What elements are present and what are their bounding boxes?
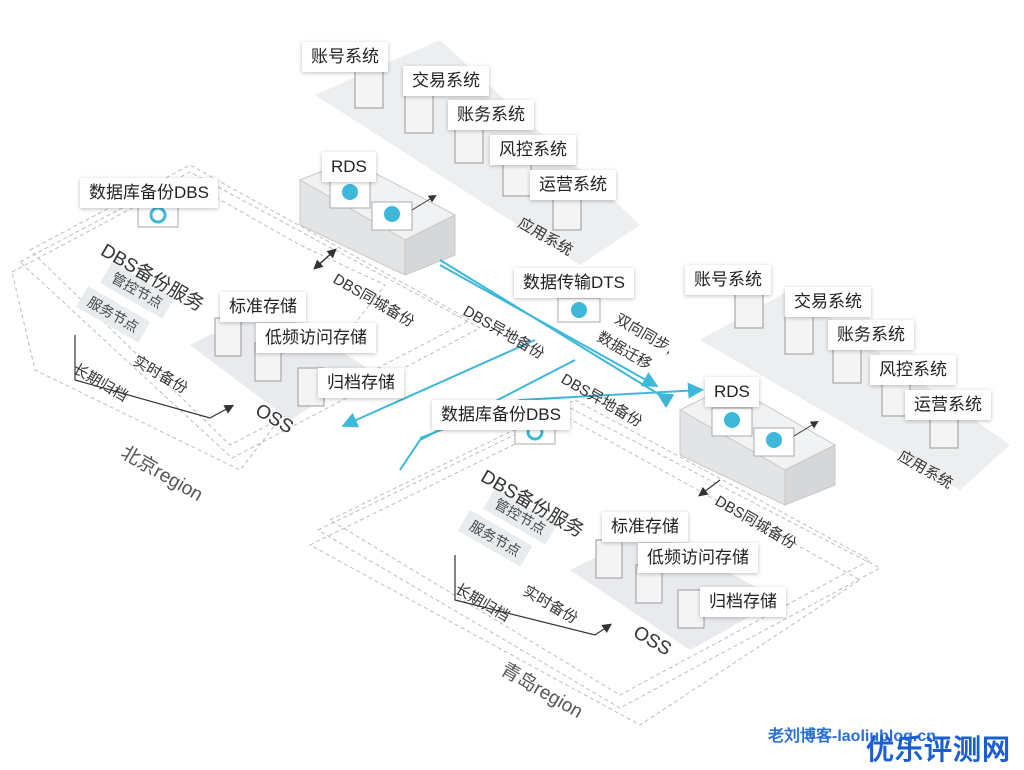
dbs-label-qingdao: 数据库备份DBS <box>432 400 570 430</box>
app2-ledger-label: 账务系统 <box>828 320 914 350</box>
dts-label: 数据传输DTS <box>514 268 634 298</box>
storage-standard-qingdao: 标准存储 <box>602 512 688 542</box>
dbs-block-beijing <box>137 204 179 228</box>
app1-account-label: 账号系统 <box>302 42 388 72</box>
app1-risk-label: 风控系统 <box>490 135 576 165</box>
storage-infrequent-beijing: 低频访问存储 <box>256 323 376 353</box>
qingdao-region-outline <box>308 399 882 726</box>
watermark-blog: 老刘博客-laoliublog.cn <box>768 728 936 745</box>
app2-ops-label: 运营系统 <box>905 390 991 420</box>
watermark-site: 优乐评测网 <box>866 734 1012 765</box>
storage-infrequent-qingdao: 低频访问存储 <box>638 543 758 573</box>
rds-box-beijing <box>298 159 457 276</box>
rds-label-qingdao: RDS <box>705 377 759 407</box>
storage-archive-beijing: 归档存储 <box>318 368 404 398</box>
app1-trade-label: 交易系统 <box>403 66 489 96</box>
rds-label-beijing: RDS <box>322 152 376 182</box>
app1-ops-label: 运营系统 <box>530 170 616 200</box>
app2-risk-label: 风控系统 <box>870 355 956 385</box>
app1-ledger-label: 账务系统 <box>448 100 534 130</box>
storage-standard-beijing: 标准存储 <box>220 292 306 322</box>
app2-account-label: 账号系统 <box>685 265 771 295</box>
app2-trade-label: 交易系统 <box>785 287 871 317</box>
dts-block <box>557 297 601 323</box>
backup-arrows <box>74 248 721 636</box>
dbs-label-beijing: 数据库备份DBS <box>80 178 218 208</box>
storage-archive-qingdao: 归档存储 <box>700 587 786 617</box>
